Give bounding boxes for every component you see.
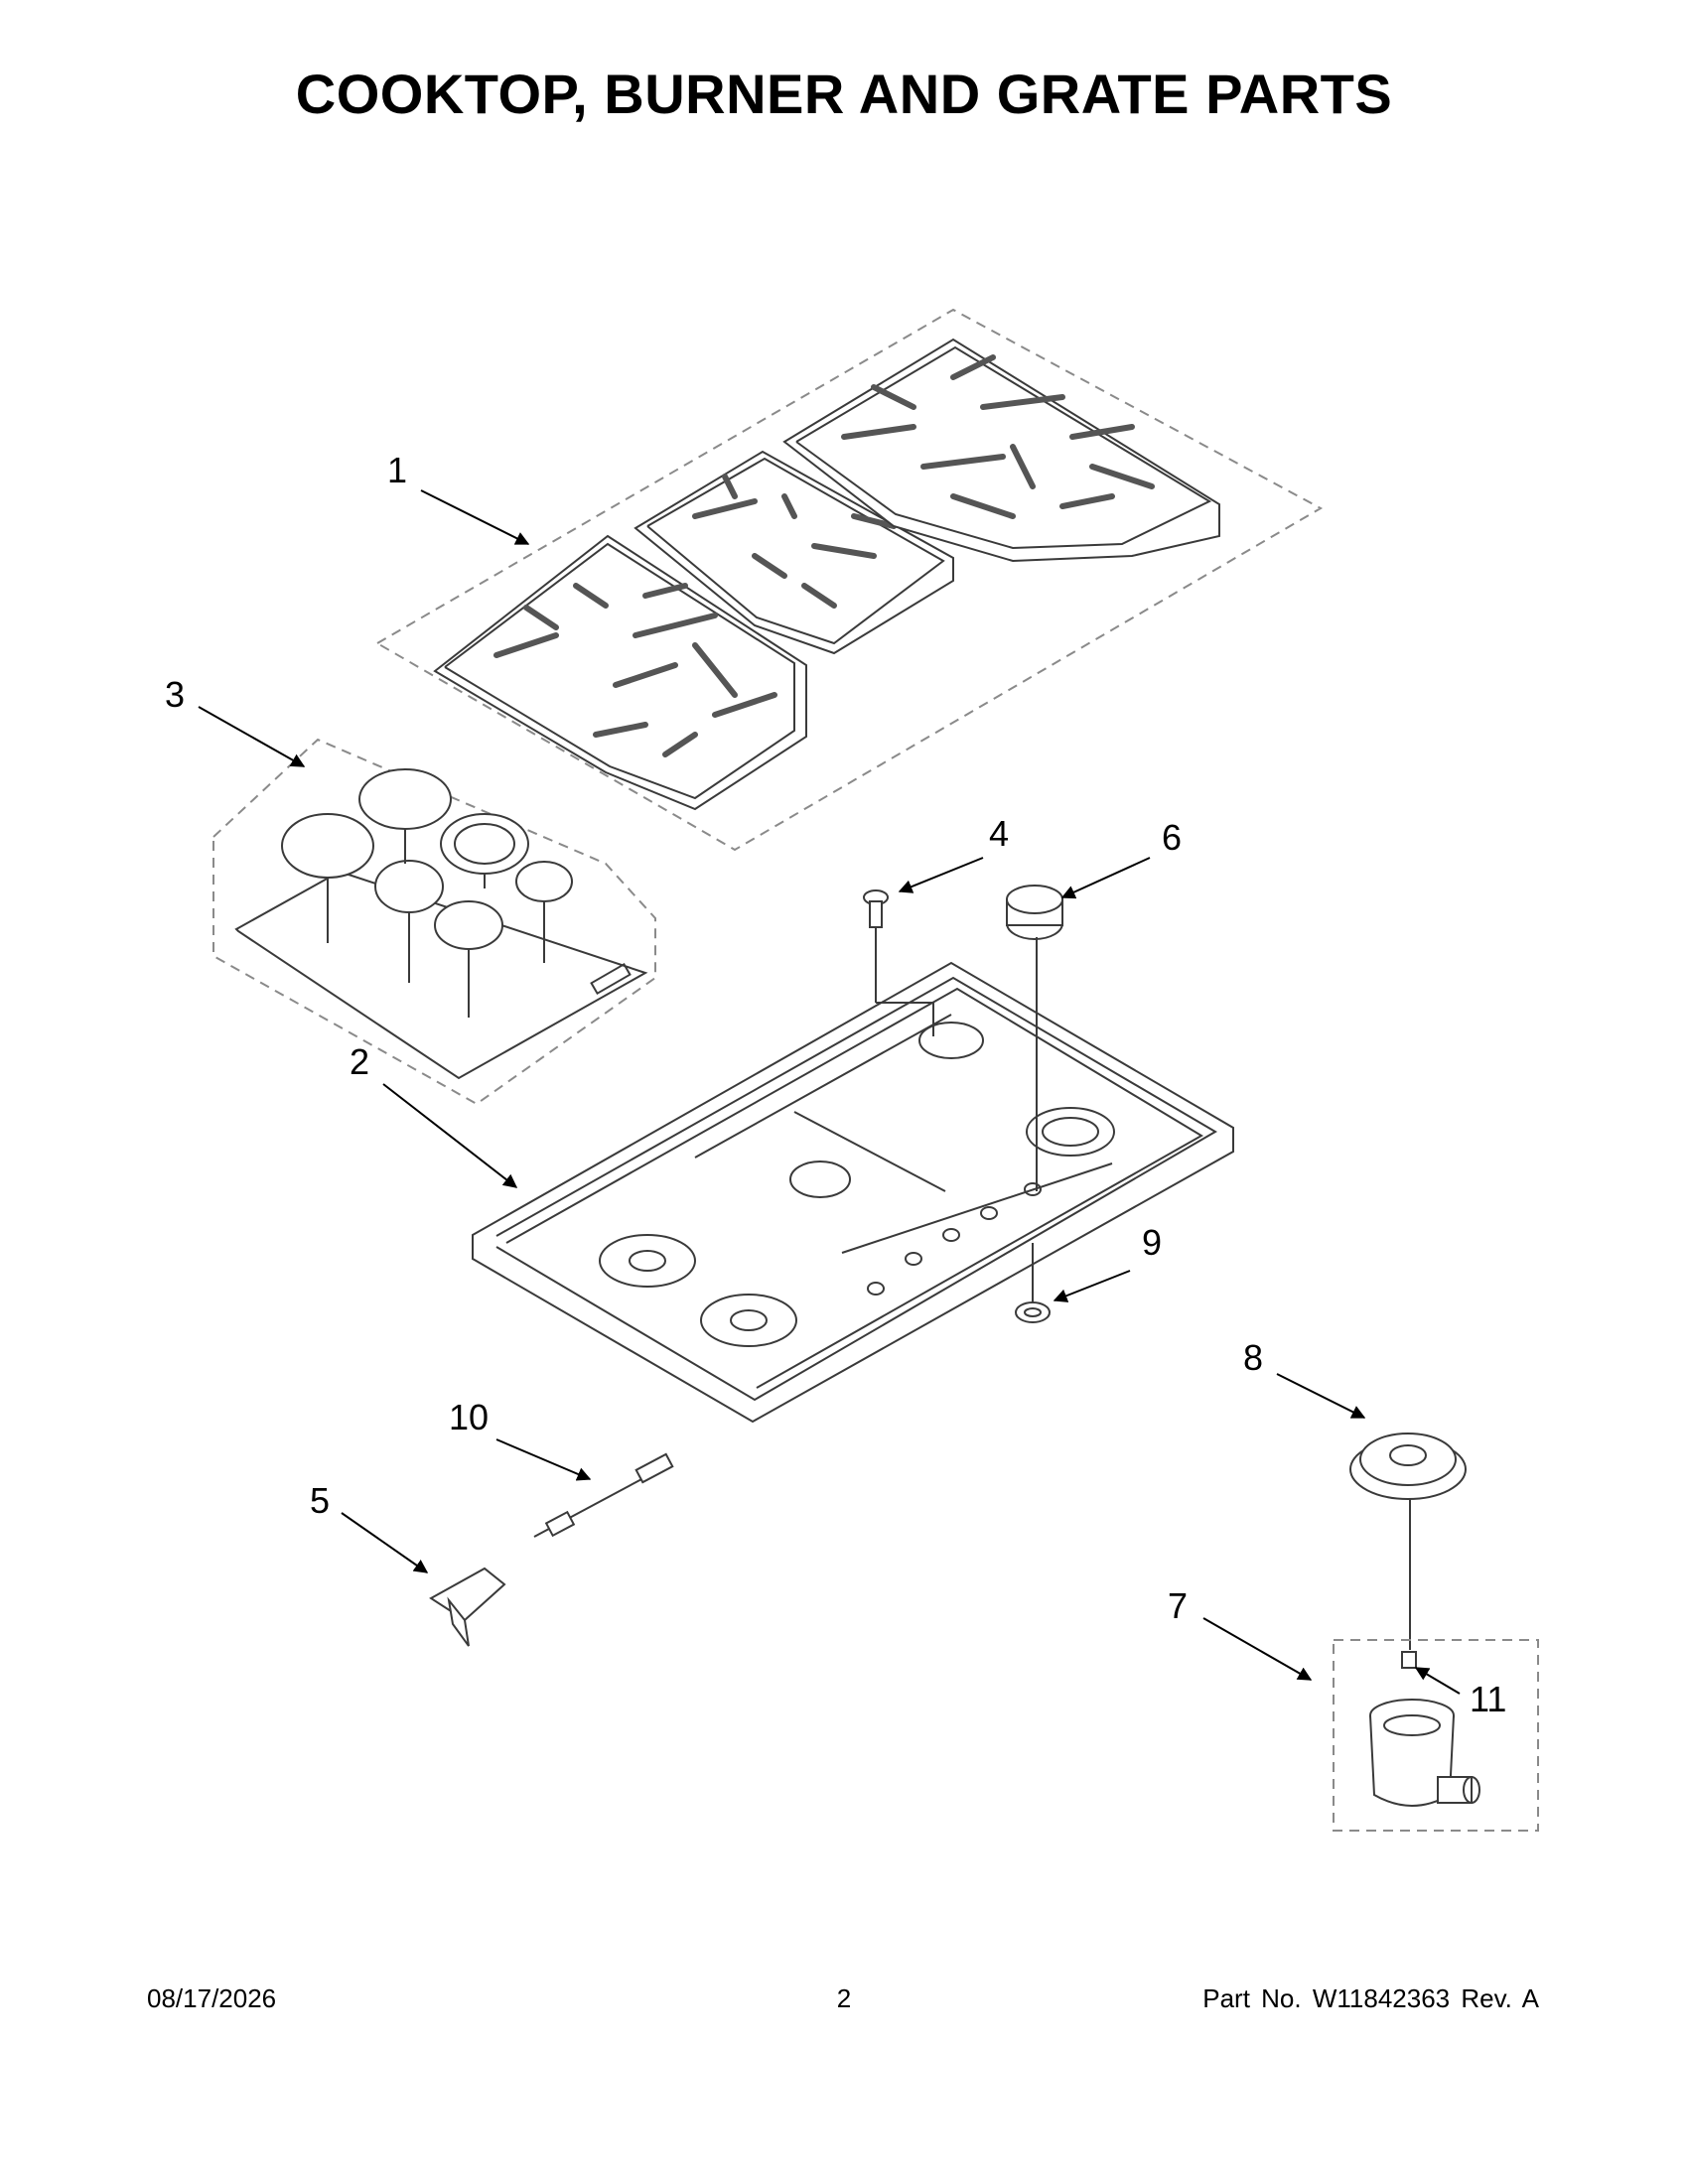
burner-base xyxy=(1349,1433,1467,1650)
callout-5: 5 xyxy=(310,1480,330,1521)
callout-2: 2 xyxy=(350,1041,369,1082)
orifice xyxy=(1401,1651,1417,1669)
burner-cap-ring-inner xyxy=(454,823,515,865)
burner-port-c xyxy=(789,1160,851,1198)
knob-holes xyxy=(867,1182,1042,1296)
callout-9: 9 xyxy=(1142,1222,1162,1263)
callout-8: 8 xyxy=(1243,1337,1263,1378)
callout-4: 4 xyxy=(989,813,1009,854)
callout-6: 6 xyxy=(1162,817,1182,858)
burner-port-e xyxy=(1026,1107,1115,1157)
callout-11: 11 xyxy=(1470,1679,1506,1719)
control-knob xyxy=(1006,885,1063,1191)
callout-1-arrow xyxy=(420,489,530,545)
burner-cap-small xyxy=(515,861,573,902)
grates-assembly xyxy=(375,308,1324,852)
footer-part-number: Part No. W11842363 Rev. A xyxy=(1202,1983,1539,2013)
footer-date: 08/17/2026 xyxy=(147,1983,277,2013)
screw xyxy=(863,889,934,1036)
caps-mat xyxy=(234,870,648,1080)
burner-caps-kit xyxy=(212,738,656,1106)
callout-4-arrow xyxy=(898,857,984,893)
grates-dashed-envelope xyxy=(375,308,1324,852)
grate-middle xyxy=(633,450,954,655)
housing-dashed-box xyxy=(1333,1639,1539,1832)
callout-7: 7 xyxy=(1168,1585,1188,1626)
page-title: COOKTOP, BURNER AND GRATE PARTS xyxy=(295,63,1393,125)
burner-port-b xyxy=(700,1294,797,1347)
callout-3: 3 xyxy=(165,674,185,715)
callout-10: 10 xyxy=(449,1397,489,1437)
burner-port-a xyxy=(599,1234,696,1288)
burner-cap-med-1 xyxy=(374,860,444,913)
burner-port-d xyxy=(918,1022,984,1059)
callout-10-arrow xyxy=(495,1438,592,1481)
footer-page-number: 2 xyxy=(836,1983,852,2013)
cooktop-outline xyxy=(472,961,1234,1424)
callout-labels: 1 2 3 4 5 6 7 8 9 10 11 xyxy=(165,450,1506,1719)
burner-housing xyxy=(1333,1639,1539,1832)
burner-cap-xl xyxy=(358,768,452,830)
callout-9-arrow xyxy=(1053,1270,1131,1302)
cooktop-panel xyxy=(472,961,1234,1424)
callout-6-arrow xyxy=(1060,857,1151,899)
callout-8-arrow xyxy=(1276,1373,1366,1419)
grommet xyxy=(1015,1243,1051,1323)
callouts xyxy=(198,489,1461,1695)
callout-11-arrow xyxy=(1414,1667,1461,1695)
callout-5-arrow xyxy=(341,1512,429,1573)
burner-cap-large xyxy=(281,813,374,879)
caps-dashed-envelope xyxy=(212,738,656,1106)
callout-3-arrow xyxy=(198,706,306,767)
igniter-electrode xyxy=(533,1452,674,1538)
callout-2-arrow xyxy=(382,1083,518,1188)
burner-cap-med-2 xyxy=(434,900,503,950)
callout-1: 1 xyxy=(387,450,407,490)
spark-clip xyxy=(429,1567,506,1647)
callout-7-arrow xyxy=(1202,1617,1313,1681)
